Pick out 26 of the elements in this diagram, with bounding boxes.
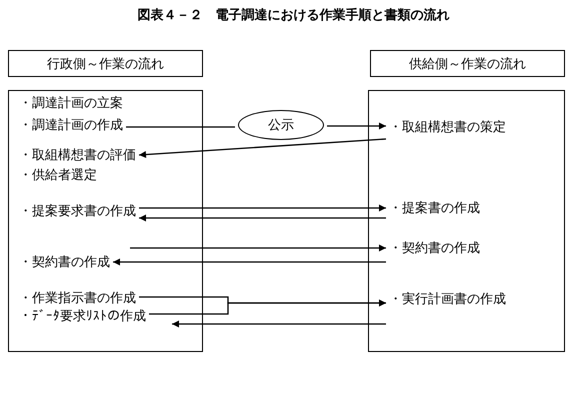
panel-box (368, 90, 565, 352)
list-item: ・契約書の作成 (389, 241, 480, 257)
arrow (149, 300, 386, 315)
arrow (172, 320, 386, 328)
list-item: ・契約書の作成 (19, 255, 110, 271)
list-item: ・調達計画の作成 (19, 118, 123, 134)
panel-box (8, 90, 203, 352)
list-item: ・供給者選定 (19, 168, 97, 184)
list-item: ・作業指示書の作成 (19, 291, 136, 307)
arrow (139, 204, 386, 212)
list-item: ・提案書の作成 (389, 201, 480, 217)
header-box: 供給側～作業の流れ (370, 50, 565, 77)
arrow (327, 122, 386, 130)
arrow (138, 138, 386, 158)
arrow (139, 214, 386, 222)
list-item: ・実行計画書の作成 (389, 292, 506, 308)
list-item: ・取組構想書の策定 (389, 120, 506, 136)
figure-title: 図表４－２ 電子調達における作業手順と書類の流れ (136, 6, 450, 24)
header-box: 行政側～作業の流れ (8, 50, 203, 77)
arrow (113, 258, 386, 266)
arrow (130, 244, 386, 252)
list-item: ・調達計画の立案 (19, 96, 123, 112)
list-item: ・提案要求書の作成 (19, 204, 136, 220)
list-item: ・取組構想書の評価 (19, 148, 136, 164)
list-item: ・ﾃﾞｰﾀ要求ﾘｽﾄの作成 (19, 309, 146, 325)
ellipse: 公示 (238, 110, 324, 140)
